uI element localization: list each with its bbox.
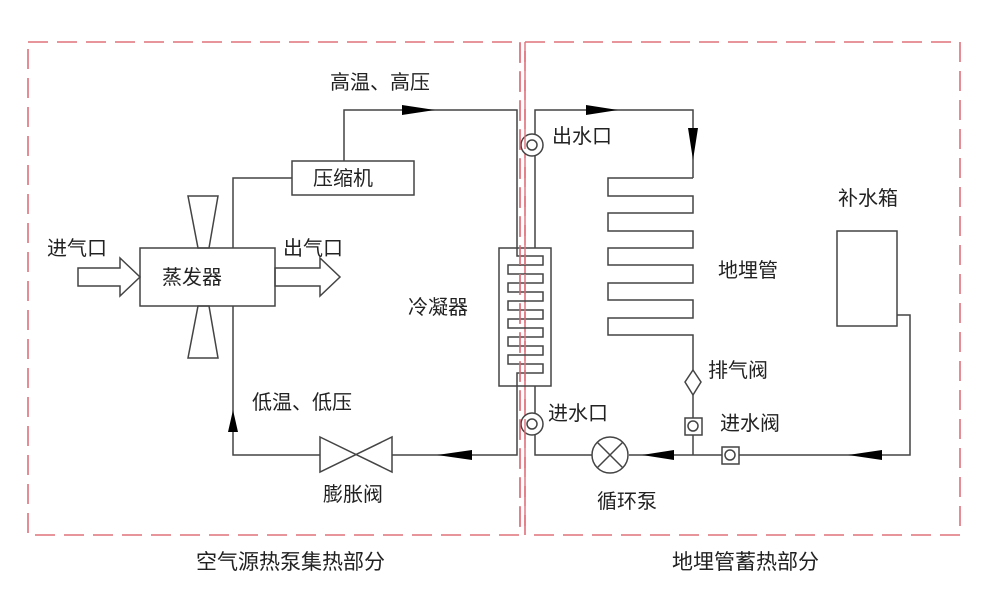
high-temp-pressure-label: 高温、高压: [330, 70, 430, 94]
suction-pipe: [232, 177, 292, 248]
circle-port-icon-inner: [526, 418, 538, 430]
flow-arrow-icon: [848, 450, 882, 460]
air-outlet-label: 出气口: [283, 236, 343, 260]
circle-port-icon: [520, 412, 544, 436]
water-inlet-label: 进水口: [548, 401, 608, 425]
exhaust-valve-label: 排气阀: [708, 358, 768, 382]
condenser-label: 冷凝器: [408, 295, 468, 319]
water-outlet-label: 出水口: [552, 124, 612, 148]
flow-arrow-icon: [586, 105, 618, 115]
flow-arrow-icon: [688, 128, 698, 160]
right-section-title: 地埋管蓄热部分: [672, 550, 819, 574]
right-section-boundary: [524, 41, 961, 536]
fan-blade-icon: [187, 195, 219, 249]
condenser-coil: [507, 248, 544, 386]
square-valve-icon-inner: [687, 420, 699, 432]
makeup-tank-box: [836, 230, 898, 327]
expansion-valve-label: 膨胀阀: [323, 482, 383, 506]
buried-pipe-label: 地埋管: [718, 258, 778, 282]
circle-port-icon: [520, 133, 544, 157]
compressor-label: 压缩机: [313, 166, 373, 190]
air-inlet-arrow-icon: [77, 256, 142, 298]
makeup-tank-label: 补水箱: [838, 186, 898, 210]
circle-port-icon-inner: [526, 139, 538, 151]
flow-arrow-icon: [228, 410, 238, 432]
flow-arrow-icon: [402, 105, 435, 115]
bowtie-valve-icon: [319, 435, 393, 474]
flow-arrow-icon: [642, 450, 674, 460]
compressor-box: [291, 160, 415, 196]
low-temp-pressure-label: 低温、低压: [252, 390, 352, 414]
evaporator-label: 蒸发器: [162, 265, 222, 289]
buried-pipe-coil: [607, 177, 694, 370]
water-return-pipe: [534, 386, 592, 456]
liquid-pipe: [392, 386, 518, 456]
flow-arrow-icon: [437, 450, 472, 460]
pump-x-lines: [596, 441, 624, 469]
fan-blade-icon: [187, 305, 219, 359]
air-inlet-label: 进气口: [47, 236, 107, 260]
diamond-valve-icon: [684, 368, 702, 397]
low-pressure-pipe: [232, 306, 320, 456]
pump-return-pipe: [629, 314, 911, 456]
left-section-title: 空气源热泵集热部分: [196, 550, 385, 574]
circulation-pump-label: 循环泵: [597, 489, 657, 513]
square-valve-icon-inner: [724, 449, 736, 461]
inlet-valve-label: 进水阀: [720, 411, 780, 435]
air-outlet-arrow-icon: [274, 256, 342, 298]
